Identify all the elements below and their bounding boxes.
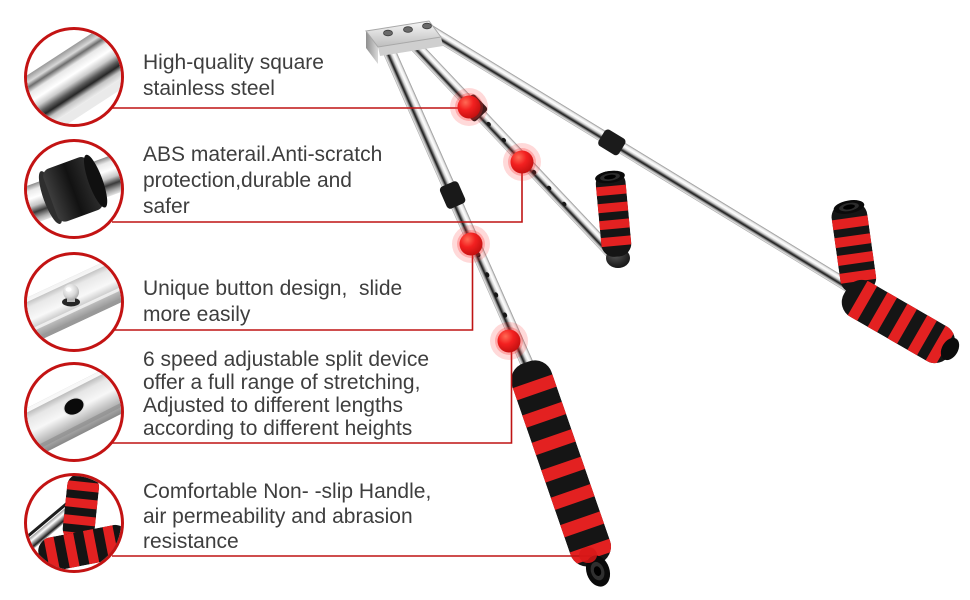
front-handle-end-cap [585, 555, 611, 587]
marker-dot [450, 88, 488, 126]
steel-bar-right [425, 24, 861, 297]
foam-handle-right-down [835, 273, 962, 370]
marker-dots [450, 88, 597, 563]
inset-slide-button [24, 252, 124, 352]
right-handle-end-cap [940, 337, 960, 361]
button-dome [63, 284, 79, 300]
feature-text-square-steel: High-quality square stainless steel [143, 51, 324, 100]
inset-adjustment-hole [24, 362, 124, 462]
inset-foam-handle [24, 473, 124, 573]
steel-bar-front [378, 37, 544, 391]
leader-line-3 [112, 252, 474, 331]
adjustment-hole-closeup [27, 365, 121, 459]
leader-line-5-end-blob [579, 547, 597, 563]
leader-line-4 [112, 349, 513, 444]
inset-abs-collar [24, 139, 124, 239]
hub-plate [365, 20, 443, 64]
leader-lines [112, 107, 592, 557]
marker-dot [503, 143, 541, 181]
foam-handle-front [506, 355, 616, 572]
adjustment-hole [64, 398, 84, 415]
leader-line-2 [112, 171, 523, 223]
abs-collar-front-bar [439, 181, 466, 209]
inset-square-steel [24, 27, 124, 127]
foam-handle-right-opening [833, 200, 865, 214]
marker-dot [490, 322, 528, 360]
feature-text-abs-material: ABS materail.Anti-scratch protection,dur… [143, 143, 383, 218]
abs-collar-right-bar [598, 129, 626, 156]
square-steel-tube-closeup [27, 30, 121, 124]
foam-handle-closeup [27, 476, 121, 570]
foam-handle-right-up [829, 199, 879, 296]
abs-collar-closeup [27, 143, 121, 235]
feature-text-adjustable: 6 speed adjustable split device offer a … [143, 348, 430, 440]
hub-screw [422, 22, 432, 30]
foam-handle-horizontal [35, 522, 121, 570]
feature-text-handle: Comfortable Non- -slip Handle, air perme… [143, 480, 432, 553]
foam-handle-middle [594, 169, 633, 259]
slide-button-closeup [27, 255, 121, 349]
marker-dot [452, 225, 490, 263]
hub-screw [383, 29, 393, 37]
feature-text-button-design: Unique button design, slide more easily [143, 277, 403, 326]
foam-handle-middle-opening [595, 170, 625, 184]
hub-screw [403, 26, 413, 33]
